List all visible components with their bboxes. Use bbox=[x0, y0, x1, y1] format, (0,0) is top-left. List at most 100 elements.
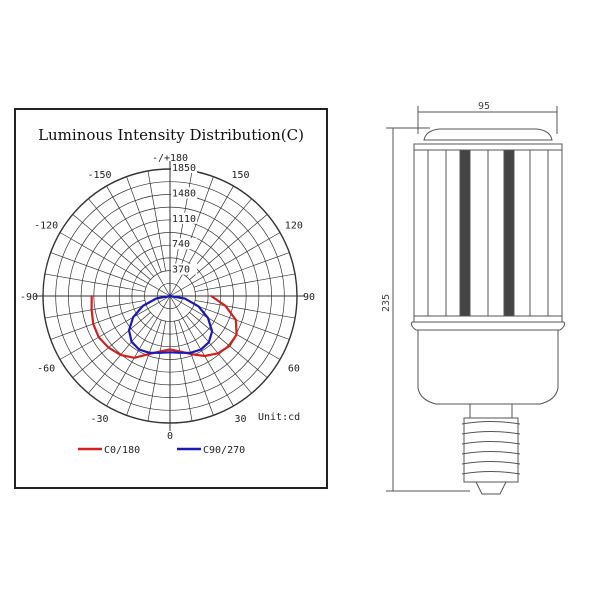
radial-tick-label: 370 bbox=[172, 265, 190, 276]
angle-label: 90 bbox=[303, 292, 315, 303]
angle-label: 60 bbox=[288, 364, 300, 375]
height-dimension-label: 235 bbox=[381, 294, 392, 312]
series-point bbox=[197, 305, 200, 308]
polar-spoke bbox=[194, 273, 296, 292]
screw-thread bbox=[461, 441, 521, 445]
radial-tick-label: 1850 bbox=[172, 163, 196, 174]
polar-spoke bbox=[59, 295, 171, 360]
angle-label: 120 bbox=[285, 221, 303, 232]
radial-label-bg bbox=[171, 187, 197, 199]
series-point bbox=[130, 340, 133, 343]
angle-label: -150 bbox=[87, 170, 111, 181]
bulb-top-cap bbox=[423, 128, 553, 141]
series-point bbox=[128, 329, 130, 332]
led-strip-dark bbox=[459, 149, 471, 317]
series-point bbox=[235, 333, 238, 336]
polar-spoke bbox=[88, 198, 154, 277]
polar-spoke bbox=[72, 312, 151, 378]
series-point bbox=[207, 341, 210, 344]
radial-label-bg bbox=[171, 162, 197, 173]
polar-spoke bbox=[169, 295, 281, 360]
bulb-neck bbox=[469, 403, 513, 419]
polar-spoke bbox=[59, 232, 171, 297]
polar-spoke bbox=[186, 315, 252, 394]
screw-thread bbox=[461, 451, 521, 455]
screw-thread bbox=[461, 421, 521, 425]
angle-label: -/+180 bbox=[152, 153, 188, 164]
screw-thread bbox=[461, 471, 521, 475]
corn-bulb-drawing bbox=[386, 106, 565, 495]
series-point bbox=[210, 295, 213, 297]
radial-tick-label: 740 bbox=[172, 239, 190, 250]
polar-spoke bbox=[106, 185, 171, 297]
series-point bbox=[155, 297, 158, 300]
bulb-collar bbox=[411, 321, 565, 331]
width-dimension-label: 95 bbox=[478, 101, 490, 112]
polar-spoke bbox=[169, 185, 234, 297]
angle-label: 0 bbox=[167, 431, 173, 442]
series-point bbox=[217, 352, 220, 355]
series-point bbox=[159, 351, 161, 354]
legend-label-c0-180: C0/180 bbox=[104, 445, 140, 456]
polar-spoke bbox=[72, 214, 151, 280]
series-point bbox=[179, 351, 181, 354]
polar-spoke bbox=[169, 295, 234, 407]
radial-tick-label: 1480 bbox=[172, 188, 196, 199]
angle-label: 30 bbox=[234, 414, 246, 425]
polar-spoke bbox=[126, 319, 162, 416]
series-point bbox=[90, 308, 93, 311]
radial-labels: 370 740 1110 1480 1850 bbox=[171, 162, 197, 276]
series-point bbox=[189, 351, 192, 354]
angle-label: -120 bbox=[34, 221, 58, 232]
series-point bbox=[148, 351, 151, 354]
series-point bbox=[107, 346, 110, 349]
polar-spoke bbox=[50, 304, 147, 340]
polar-spoke bbox=[169, 232, 281, 297]
series-point bbox=[97, 336, 100, 339]
series-point bbox=[142, 305, 144, 307]
bulb-driver-housing bbox=[417, 329, 559, 405]
series-point bbox=[133, 356, 136, 359]
chart-panel bbox=[14, 108, 328, 489]
series-line-C90-270 bbox=[127, 294, 214, 354]
polar-spoke bbox=[126, 176, 162, 273]
polar-spoke bbox=[193, 252, 290, 288]
legend-label-c90-270: C90/270 bbox=[203, 445, 245, 456]
series-point bbox=[90, 295, 93, 297]
series-point bbox=[203, 355, 206, 357]
series-point bbox=[169, 295, 171, 297]
screw-thread bbox=[461, 461, 521, 465]
polar-spoke bbox=[147, 320, 166, 422]
series-point bbox=[119, 354, 122, 356]
polar-spoke bbox=[193, 304, 290, 340]
unit-label: Unit:cd bbox=[258, 412, 300, 423]
bulb-screw-base bbox=[461, 417, 521, 483]
series-point bbox=[207, 317, 209, 319]
series-point bbox=[132, 316, 135, 319]
polar-spoke bbox=[174, 320, 193, 422]
angle-label: -90 bbox=[20, 292, 38, 303]
polar-spoke bbox=[50, 252, 147, 288]
radial-label-bg bbox=[171, 212, 197, 224]
led-strip-dark bbox=[503, 149, 515, 317]
series-point bbox=[169, 348, 171, 351]
series-point bbox=[200, 348, 202, 351]
polar-spoke bbox=[147, 170, 166, 272]
radial-label-bg bbox=[171, 263, 197, 275]
radial-label-bg bbox=[171, 238, 197, 250]
series-point bbox=[211, 330, 214, 333]
legend: C0/180 C90/270 bbox=[78, 445, 245, 456]
series-point bbox=[224, 304, 227, 307]
polar-spoke bbox=[44, 273, 146, 292]
series-point bbox=[169, 351, 171, 354]
bulb-base-tip bbox=[475, 481, 507, 495]
radial-tick-label: 1110 bbox=[172, 214, 196, 225]
polar-spoke bbox=[194, 300, 296, 319]
polar-spoke bbox=[178, 319, 214, 416]
polar-spoke bbox=[106, 295, 171, 407]
polar-spoke bbox=[189, 312, 268, 378]
series-point bbox=[234, 319, 237, 321]
series-point bbox=[228, 345, 231, 347]
polar-spoke bbox=[178, 176, 214, 273]
